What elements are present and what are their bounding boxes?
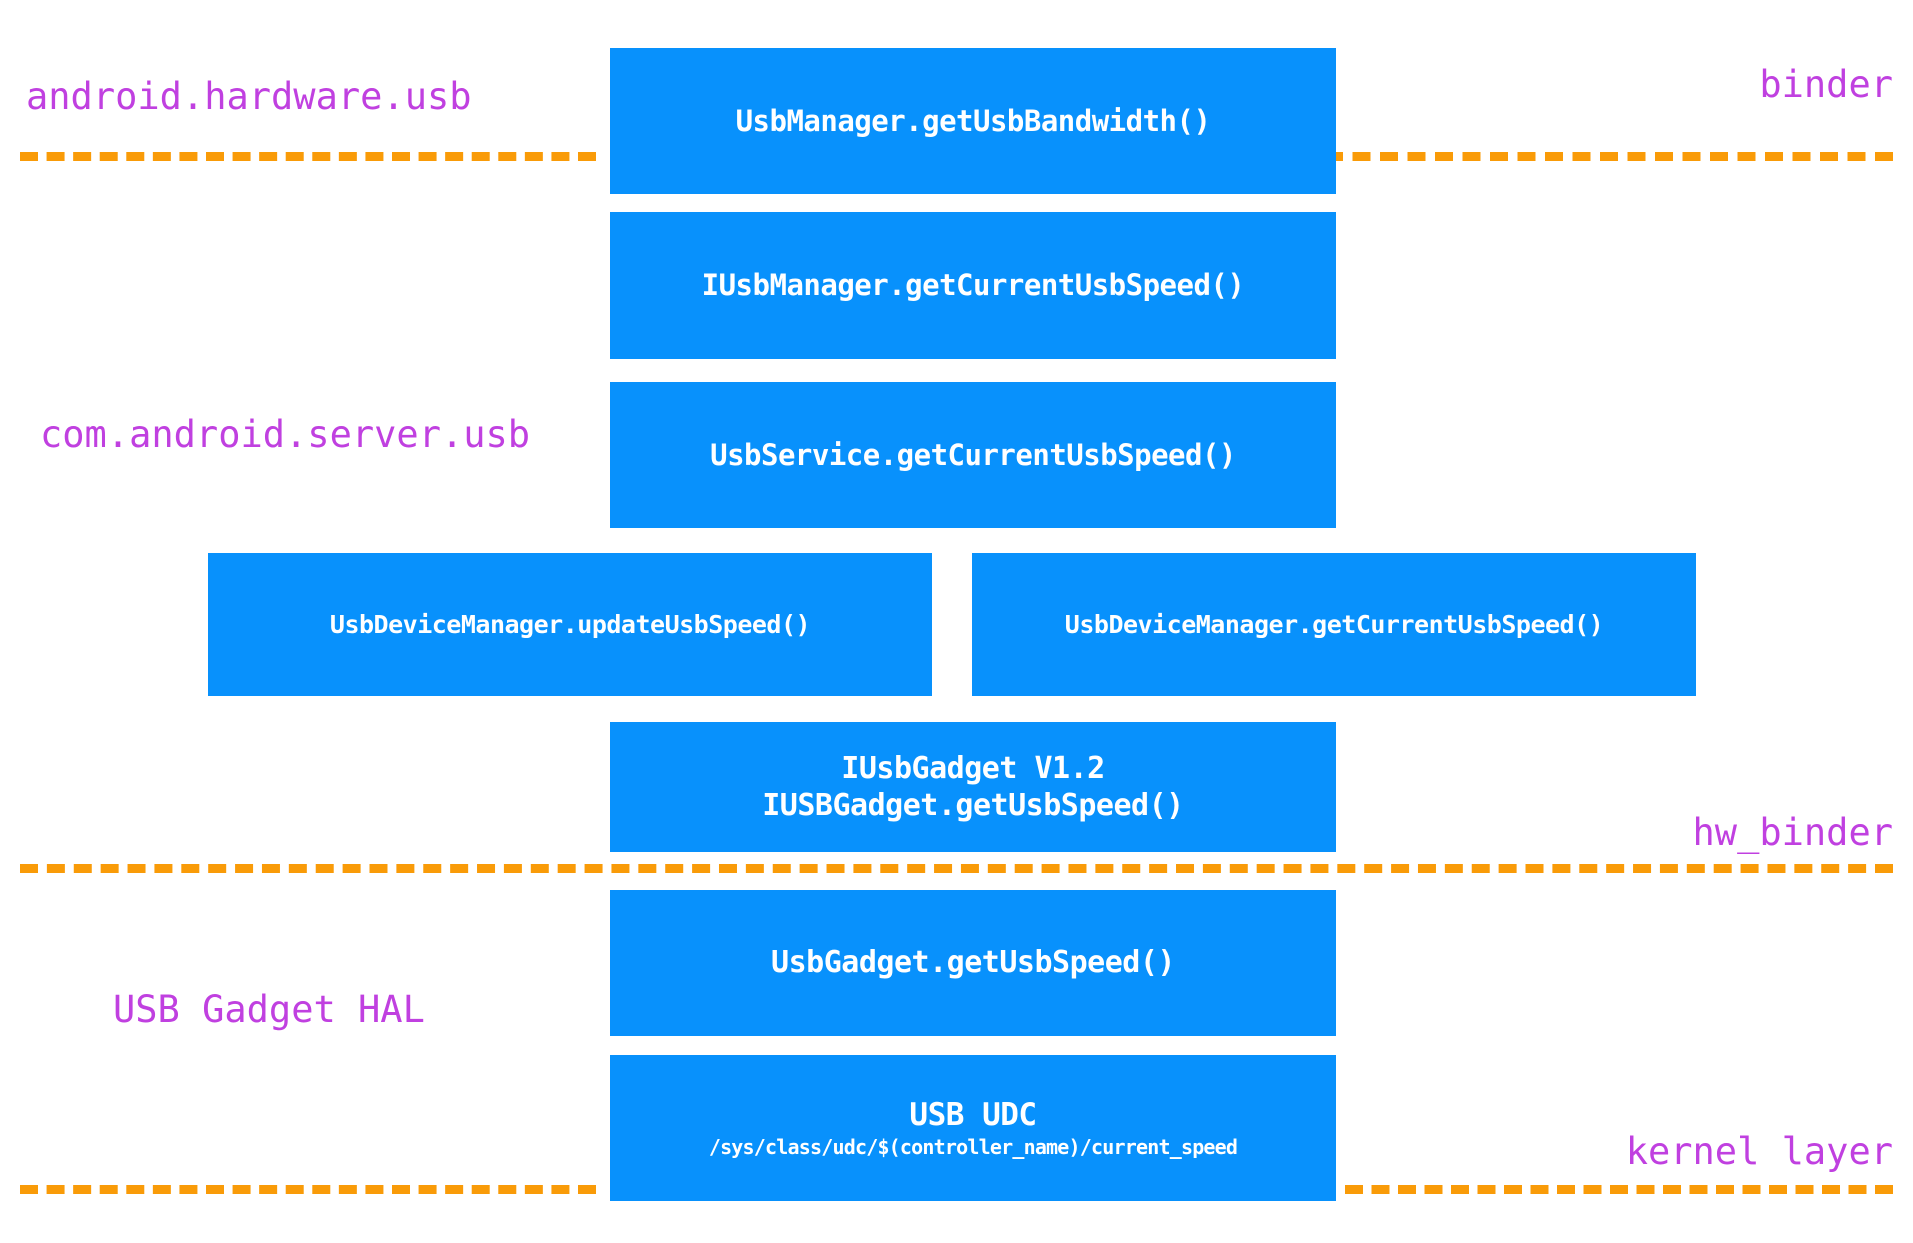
- node-label-line1: UsbGadget.getUsbSpeed(): [771, 945, 1175, 981]
- node-label-line2: /sys/class/udc/$(controller_name)/curren…: [708, 1134, 1238, 1159]
- node-label-line1: UsbDeviceManager.getCurrentUsbSpeed(): [1064, 609, 1604, 639]
- layer-label-usb-gadget-hal: USB Gadget HAL: [113, 988, 425, 1031]
- node-usb-manager-get-usb-bandwidth[interactable]: UsbManager.getUsbBandwidth(): [610, 48, 1336, 194]
- node-usb-device-manager-get-current-usb-speed[interactable]: UsbDeviceManager.getCurrentUsbSpeed(): [972, 553, 1696, 696]
- node-usb-device-manager-update-usb-speed[interactable]: UsbDeviceManager.updateUsbSpeed(): [208, 553, 932, 696]
- kernel-boundary-line-left: [20, 1185, 596, 1194]
- hw-binder-boundary-line: [20, 864, 1893, 873]
- node-iusb-gadget[interactable]: IUsbGadget V1.2 IUSBGadget.getUsbSpeed(): [610, 722, 1336, 852]
- node-label-line1: IUsbManager.getCurrentUsbSpeed(): [701, 268, 1245, 303]
- layer-label-kernel-layer: kernel layer: [1625, 1130, 1893, 1173]
- node-usb-service-get-current-usb-speed[interactable]: UsbService.getCurrentUsbSpeed(): [610, 382, 1336, 528]
- binder-boundary-line-right: [1325, 152, 1893, 161]
- kernel-boundary-line-right: [1345, 1185, 1893, 1194]
- node-label-line2: IUSBGadget.getUsbSpeed(): [762, 788, 1184, 823]
- layer-label-com-android-server-usb: com.android.server.usb: [40, 413, 531, 456]
- node-label-line1: IUsbGadget V1.2: [841, 750, 1105, 786]
- layer-label-hw-binder: hw_binder: [1692, 811, 1893, 854]
- node-label-line1: UsbManager.getUsbBandwidth(): [735, 103, 1211, 138]
- binder-boundary-line-left: [20, 152, 596, 161]
- node-label-line1: UsbService.getCurrentUsbSpeed(): [710, 437, 1236, 472]
- node-iusb-manager-get-current-usb-speed[interactable]: IUsbManager.getCurrentUsbSpeed(): [610, 212, 1336, 359]
- node-usb-gadget-get-usb-speed[interactable]: UsbGadget.getUsbSpeed(): [610, 890, 1336, 1036]
- node-label-line1: USB UDC: [909, 1097, 1037, 1134]
- layer-label-android-hardware-usb: android.hardware.usb: [26, 75, 472, 118]
- node-label-line1: UsbDeviceManager.updateUsbSpeed(): [329, 609, 811, 639]
- node-usb-udc[interactable]: USB UDC /sys/class/udc/$(controller_name…: [610, 1055, 1336, 1201]
- layer-label-binder: binder: [1759, 63, 1893, 106]
